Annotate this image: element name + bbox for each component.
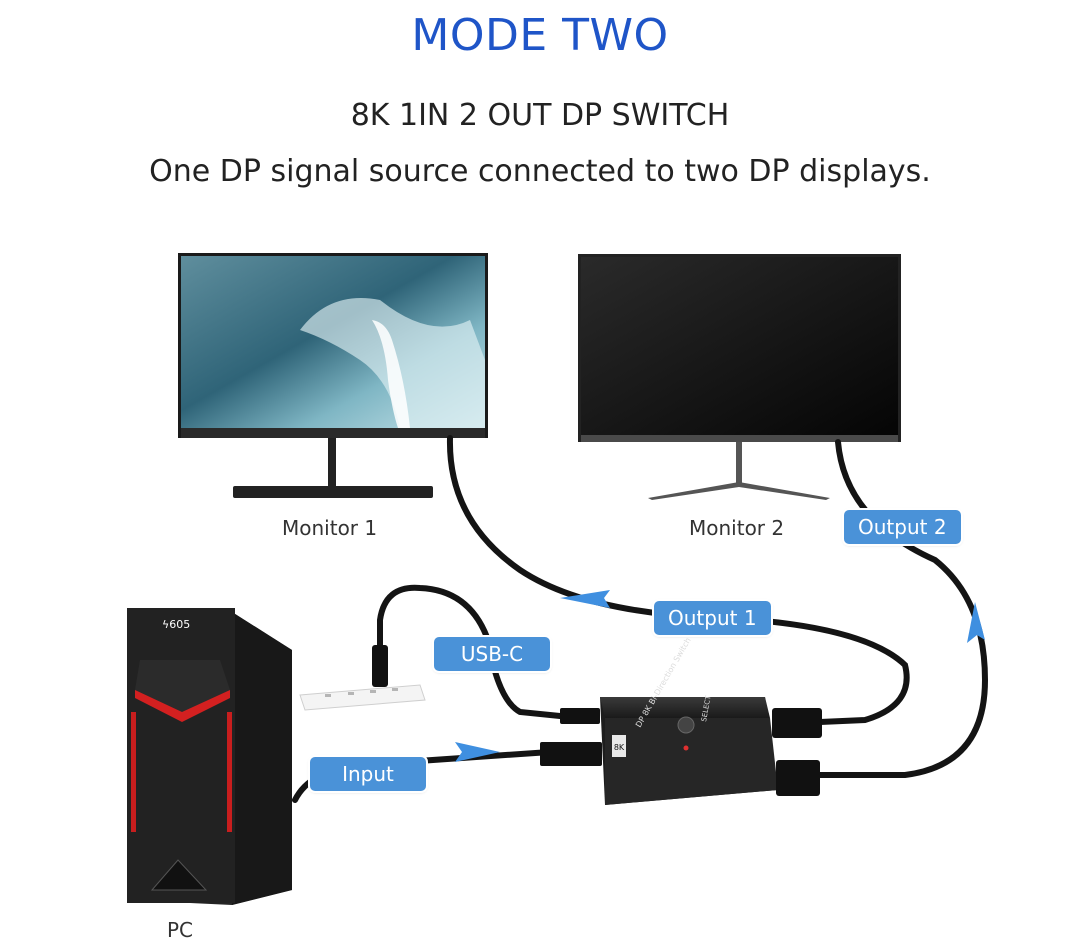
usb-c-tag: USB-C (434, 637, 550, 671)
monitor-2-screen (581, 257, 898, 435)
signal-arrows (455, 590, 985, 762)
select-button (677, 716, 695, 734)
usb-c-port-plug (560, 708, 600, 724)
usb-c-cable (377, 584, 563, 719)
output-2-tag: Output 2 (844, 510, 961, 544)
output-2-arrow-icon (967, 602, 985, 643)
output-1-arrow-icon (560, 590, 610, 608)
page-title: MODE TWO (411, 10, 669, 61)
monitor-1 (178, 253, 488, 498)
output-1-port-plug (772, 708, 822, 738)
pc-label: PC (167, 918, 194, 942)
description-text: One DP signal source connected to two DP… (149, 154, 931, 189)
pc-tower: ϟ605 (127, 608, 292, 905)
monitor-2 (578, 254, 901, 500)
pc-brand-logo: ϟ605 (162, 618, 190, 631)
input-port-plug (540, 742, 602, 766)
switch-badge-bg (612, 735, 626, 757)
power-strip (299, 645, 426, 711)
product-subtitle: 8K 1IN 2 OUT DP SWITCH (350, 98, 730, 133)
status-led-icon (683, 745, 689, 751)
input-tag: Input (310, 757, 426, 791)
output-1-cable (446, 435, 910, 725)
pc-red-led-icon (135, 690, 230, 722)
usb-c-plug-icon (372, 645, 388, 687)
monitor-1-label: Monitor 1 (282, 516, 378, 540)
dp-switch-box: 8K DP 8K Bi-Direction Switch SELECT (540, 636, 822, 805)
switch-badge: 8K (614, 743, 625, 752)
input-arrow-icon (455, 742, 500, 762)
output-2-port-plug (776, 760, 820, 796)
output-1-tag: Output 1 (654, 601, 771, 635)
output-2-cable (817, 439, 989, 778)
monitor-2-stand (736, 442, 742, 484)
monitor-2-label: Monitor 2 (689, 516, 785, 540)
monitor-1-stand (328, 438, 336, 488)
